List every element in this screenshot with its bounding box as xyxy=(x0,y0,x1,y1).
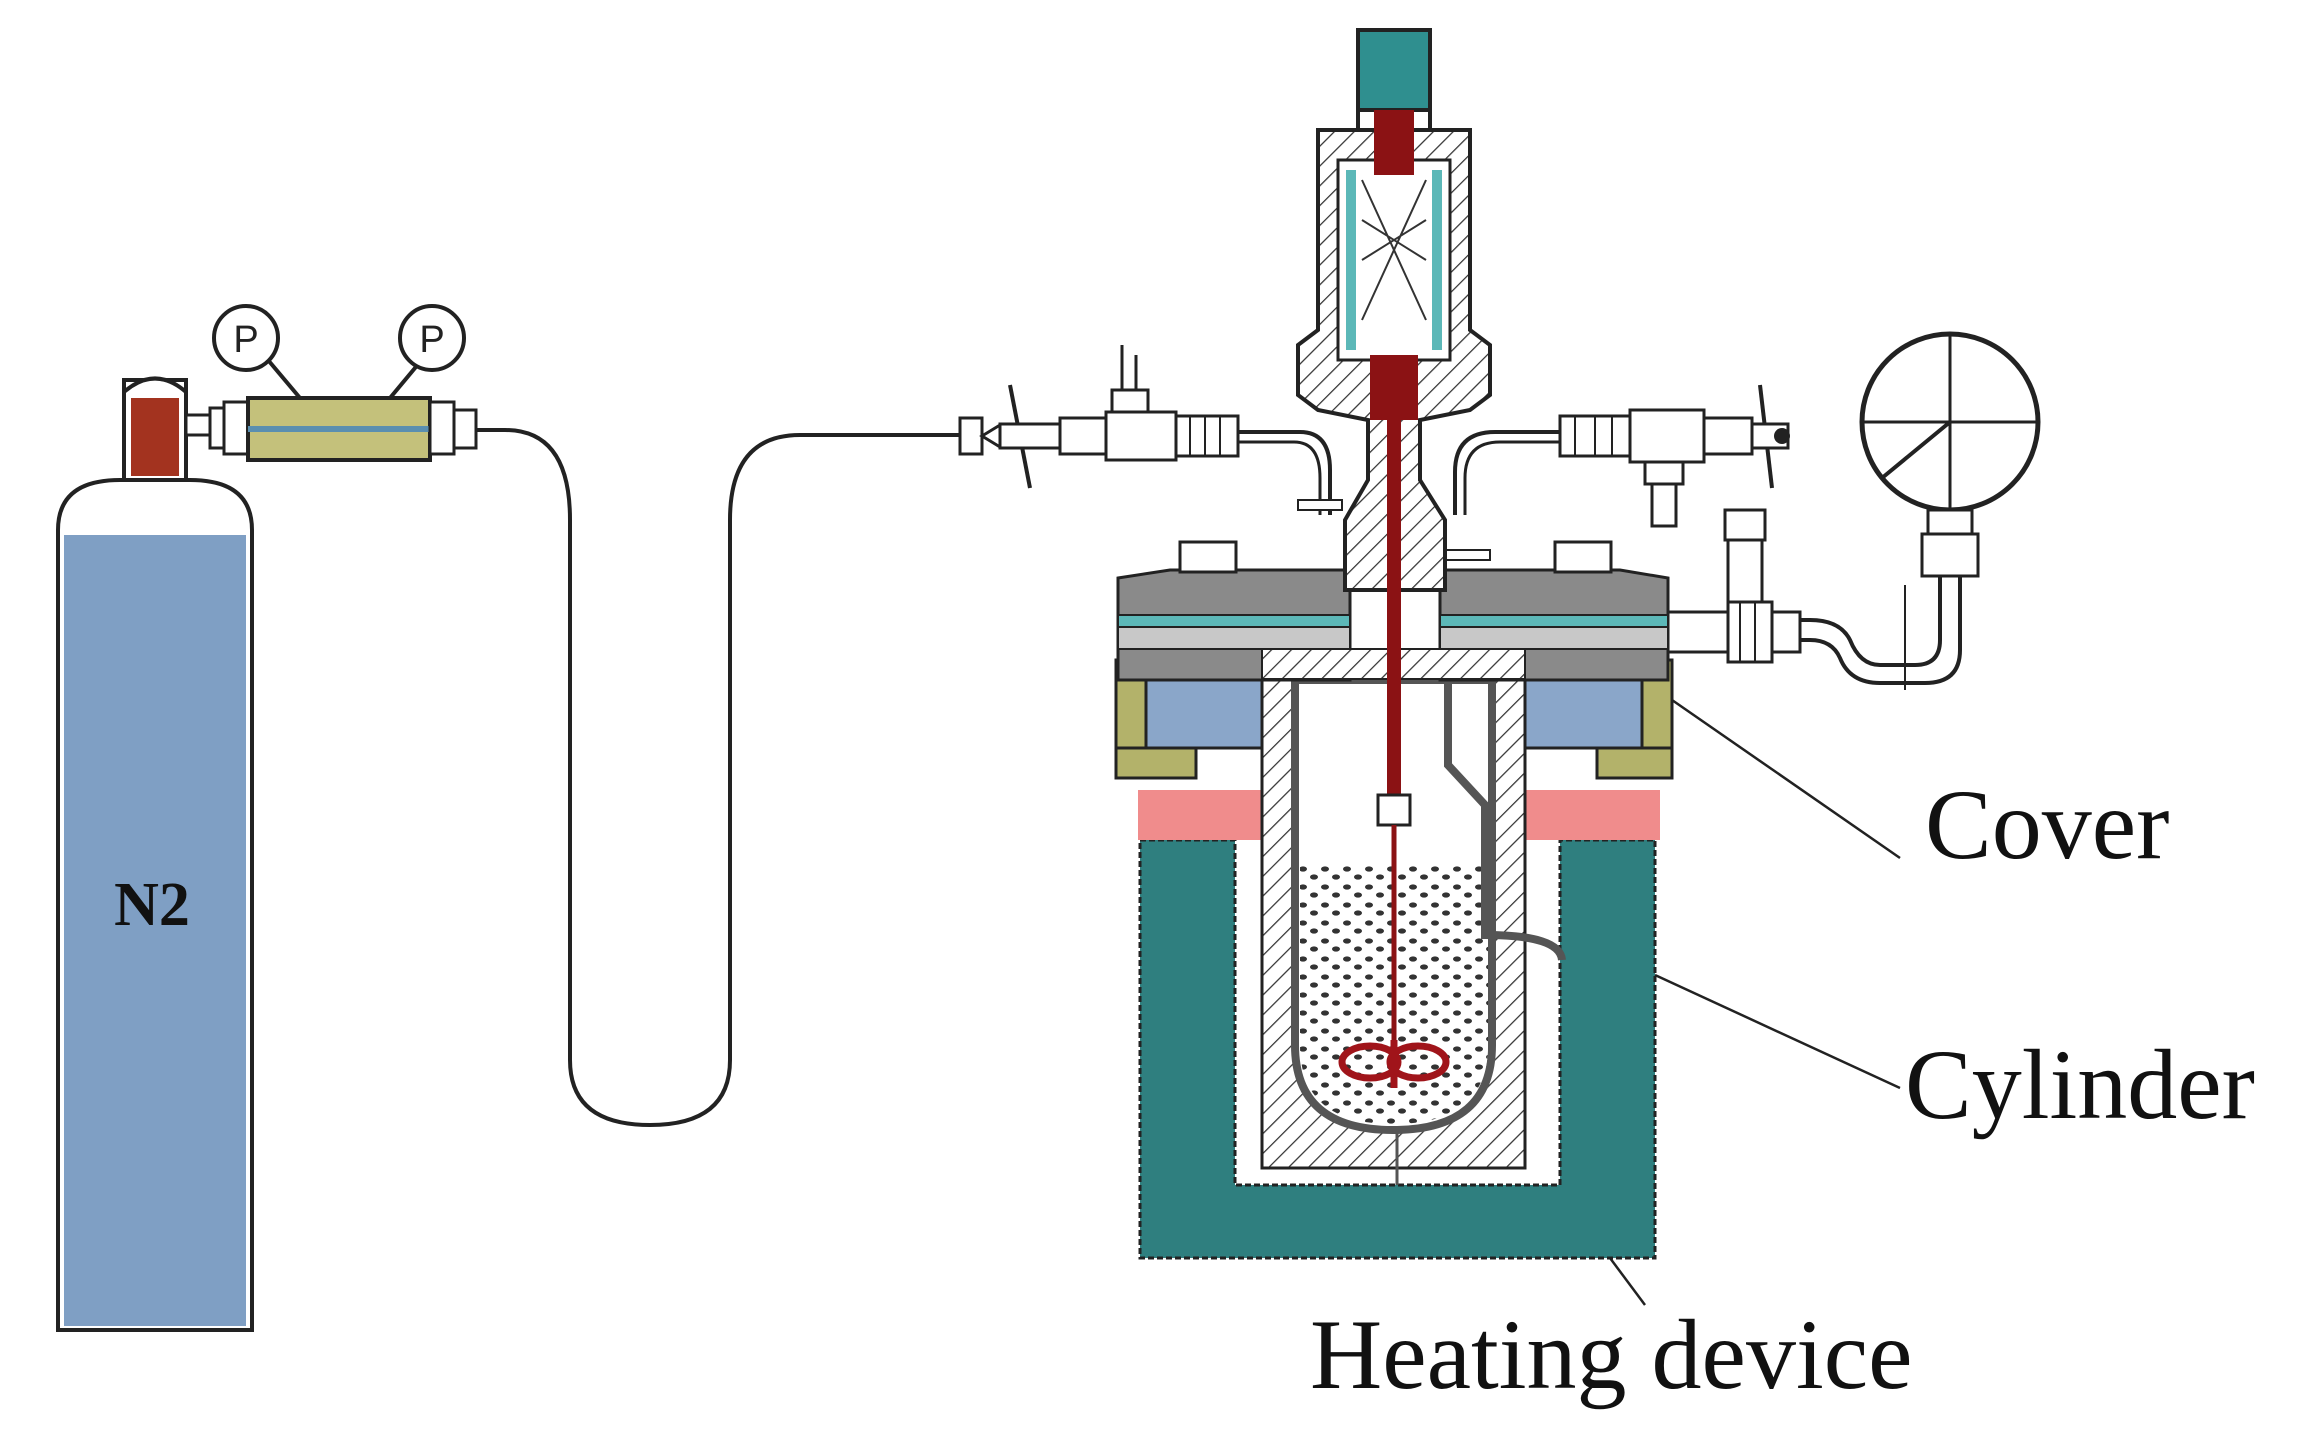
cylinder-label: Cylinder xyxy=(1905,1029,2255,1140)
heater-insulation-right xyxy=(1525,790,1660,840)
gas-label: N2 xyxy=(114,871,190,939)
pressure-gauge-icon: P xyxy=(398,304,466,372)
outlet-valve xyxy=(1453,384,1790,528)
heating-device-label: Heating device xyxy=(1310,1299,1913,1410)
cylinder-leader xyxy=(1654,973,1901,1090)
gas-cylinder: N2 xyxy=(56,376,254,1332)
heating-device xyxy=(1138,790,1660,1260)
callouts: Cover Cylinder Heating device xyxy=(1310,698,2255,1410)
cover-label: Cover xyxy=(1925,769,2169,880)
stirrer xyxy=(1338,420,1450,1185)
gauge-left-label: P xyxy=(233,319,258,361)
gas-tube xyxy=(476,428,960,1128)
gas-cylinder-body xyxy=(64,535,246,1326)
heater-insulation-left xyxy=(1138,790,1273,840)
cylinder-valve-icon xyxy=(131,398,179,476)
side-port xyxy=(1658,508,1802,664)
thermowell xyxy=(1444,670,1566,961)
pressure-gauge-icon: P xyxy=(212,304,280,372)
drive-shaft-upper xyxy=(1374,110,1414,175)
gauge-right-label: P xyxy=(419,319,444,361)
inlet-valve xyxy=(958,345,1332,515)
heating-leader xyxy=(1608,1257,1647,1306)
drive-shaft-lower xyxy=(1370,355,1418,420)
pressure-gauge-icon xyxy=(1800,331,2041,690)
cover-leader xyxy=(1671,698,1901,860)
stirrer-shaft xyxy=(1387,420,1401,810)
stirrer-impeller-icon xyxy=(1338,1040,1450,1088)
stirrer-drive xyxy=(1296,28,1492,592)
gas-regulator: P P xyxy=(184,304,478,462)
reactor-cover xyxy=(1116,540,1670,682)
